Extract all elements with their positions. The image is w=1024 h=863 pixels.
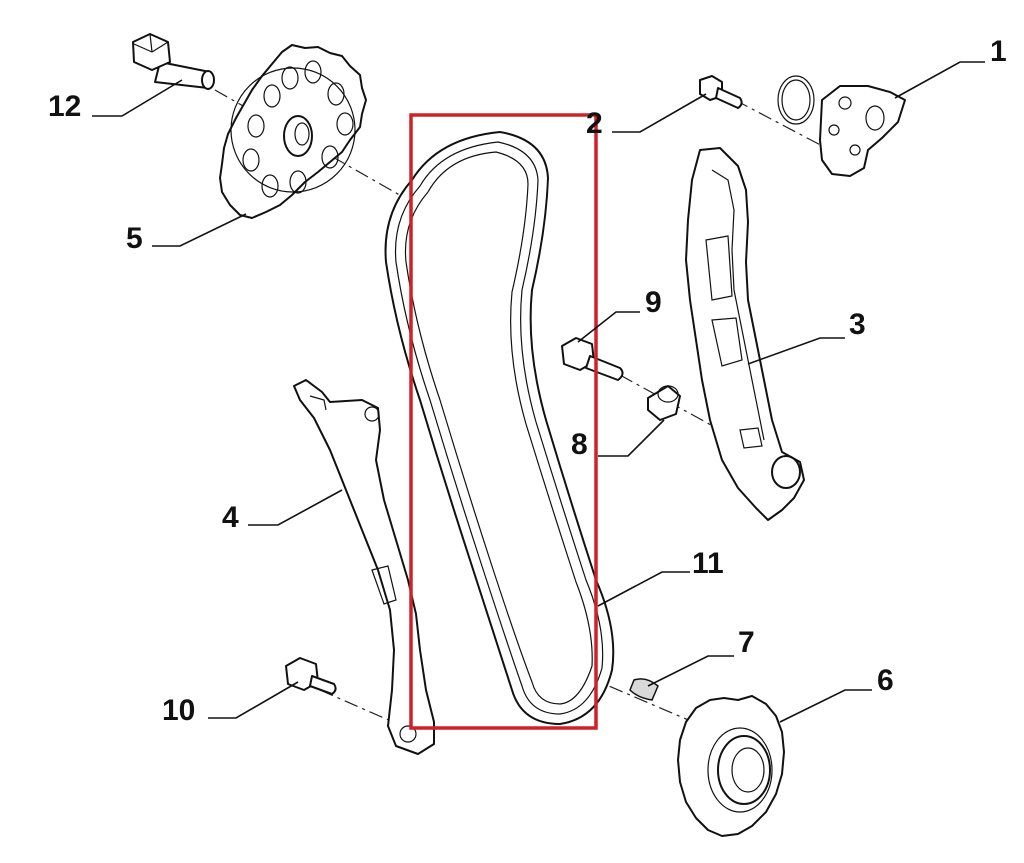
callout-1: 1	[990, 35, 1007, 68]
callout-6: 6	[877, 664, 894, 697]
guide-mounting-bolt	[285, 657, 337, 695]
highlight-box	[409, 113, 598, 730]
callout-9: 9	[645, 286, 662, 319]
spacer-bushing	[647, 385, 681, 421]
callout-12: 12	[48, 90, 81, 123]
callout-5: 5	[126, 222, 143, 255]
guide-rail-bolt	[561, 337, 624, 381]
callout-8: 8	[571, 428, 588, 461]
callout-2: 2	[586, 107, 603, 140]
woodruff-key	[629, 678, 659, 701]
timing-chain	[384, 131, 615, 725]
callout-10: 10	[162, 694, 195, 727]
callout-7: 7	[738, 626, 755, 659]
fixed-chain-guide	[293, 379, 435, 755]
tensioner-guide-rail	[685, 147, 805, 521]
camshaft-sprocket-bolt	[132, 33, 215, 90]
camshaft-sprocket	[219, 44, 367, 219]
callout-3: 3	[849, 308, 866, 341]
leader-lines	[92, 61, 985, 723]
callout-4: 4	[222, 501, 239, 534]
callout-11: 11	[692, 547, 724, 580]
chain-tensioner	[777, 75, 906, 177]
callout-labels: 1 2 3 4 5 6 7 8 9 10 11 12	[48, 35, 1007, 727]
crankshaft-sprocket	[677, 695, 785, 837]
tensioner-bolt	[699, 75, 743, 109]
